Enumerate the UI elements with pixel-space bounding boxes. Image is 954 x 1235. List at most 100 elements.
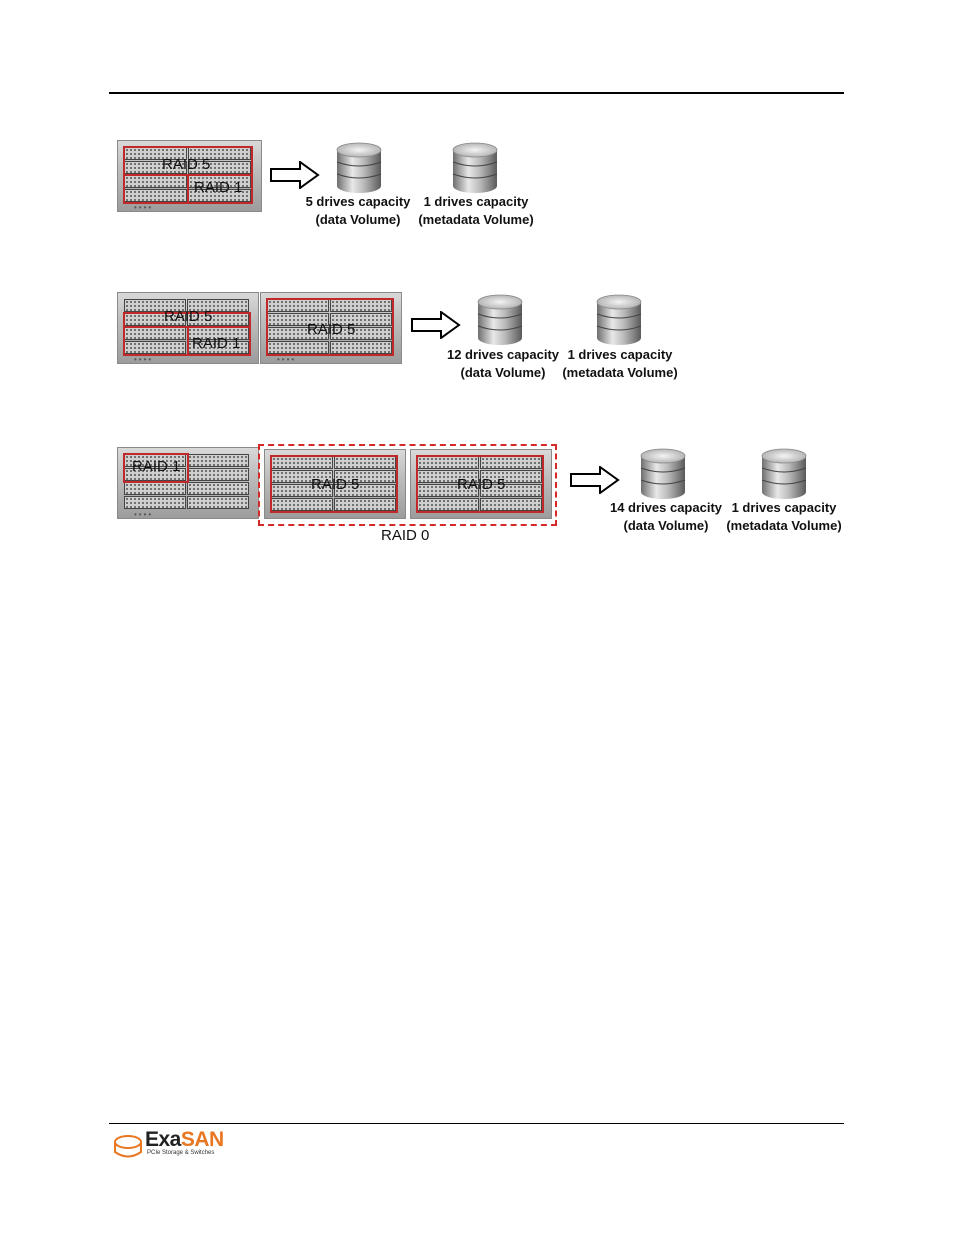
status-leds: •••• <box>134 510 154 519</box>
drive-bay <box>124 313 186 326</box>
raid0-label: RAID 0 <box>381 527 430 544</box>
drive-bay <box>417 498 479 511</box>
arrow-icon <box>411 311 461 339</box>
raid5-label: RAID 5 <box>457 476 506 493</box>
drive-bay <box>124 496 186 509</box>
drive-bay <box>271 470 333 483</box>
drive-bay <box>480 470 542 483</box>
drive-bay <box>188 161 251 174</box>
drive-bay <box>330 313 392 326</box>
database-icon <box>640 448 686 499</box>
caption-line: 5 drives capacity <box>305 194 411 209</box>
drive-bay <box>480 484 542 497</box>
enclosure-1: •••• RAID 1 <box>117 447 259 519</box>
caption-line: (metadata Volume) <box>418 212 534 227</box>
arrow-icon <box>270 161 320 189</box>
database-icon <box>477 294 523 345</box>
enclosure-2: •••• RAID 5 <box>260 292 402 364</box>
status-leds: •••• <box>134 355 154 364</box>
raid5-label: RAID 5 <box>162 156 211 173</box>
database-icon <box>336 142 382 193</box>
data-volume-caption: 5 drives capacity (data Volume) <box>296 193 420 229</box>
drive-bay <box>124 341 186 354</box>
drive-bay <box>267 327 329 340</box>
drive-bay <box>188 147 251 160</box>
enclosure-3: RAID 5 <box>410 449 552 519</box>
drive-bay <box>330 327 392 340</box>
drive-bay <box>124 147 187 160</box>
drive-bay <box>124 189 187 202</box>
drive-bay <box>188 189 251 202</box>
drive-bay <box>124 482 186 495</box>
logo-text-exa: Exa <box>145 1128 181 1151</box>
raid1-label: RAID 1 <box>194 179 243 196</box>
raid5-group-outline <box>270 455 398 513</box>
raid0-group-outline <box>258 444 557 526</box>
caption-line: 12 drives capacity <box>446 347 560 362</box>
raid5-group-outline <box>123 326 189 356</box>
database-icon <box>452 142 498 193</box>
drive-bay <box>187 482 249 495</box>
drive-bay <box>187 468 249 481</box>
logo-wordmark: ExaSAN <box>145 1128 224 1152</box>
header-rule <box>109 92 844 94</box>
status-leds: •••• <box>134 203 154 212</box>
logo-text-san: SAN <box>180 1128 224 1151</box>
status-leds: •••• <box>277 355 297 364</box>
logo-tagline: PCIe Storage & Switches <box>147 1150 215 1156</box>
drive-bay <box>271 484 333 497</box>
drive-bay <box>267 299 329 312</box>
logo-disc-icon <box>114 1135 142 1158</box>
metadata-volume-caption: 1 drives capacity (metadata Volume) <box>714 499 854 535</box>
raid5-label: RAID 5 <box>164 308 213 325</box>
drive-bay <box>187 496 249 509</box>
drive-bay <box>187 341 249 354</box>
footer-rule <box>109 1123 844 1124</box>
caption-line: 1 drives capacity <box>731 500 837 515</box>
caption-line: 1 drives capacity <box>423 194 529 209</box>
raid1-group-outline <box>187 326 251 356</box>
drive-bay <box>124 468 186 481</box>
drive-bay <box>417 456 479 469</box>
database-icon <box>596 294 642 345</box>
caption-line: (data Volume) <box>315 212 401 227</box>
raid5-group-outline <box>416 455 544 513</box>
drive-bay <box>334 484 396 497</box>
drive-bay <box>330 299 392 312</box>
drive-bay <box>480 498 542 511</box>
drive-bay <box>124 454 186 467</box>
data-volume-caption: 14 drives capacity (data Volume) <box>602 499 730 535</box>
drive-bay <box>267 313 329 326</box>
database-icon <box>761 448 807 499</box>
caption-line: (data Volume) <box>623 518 709 533</box>
drive-bay <box>334 470 396 483</box>
raid5-group-outline <box>123 174 189 204</box>
raid5-label: RAID 5 <box>311 476 360 493</box>
drive-bay <box>271 498 333 511</box>
raid1-label: RAID 1 <box>192 335 241 352</box>
drive-bay <box>330 341 392 354</box>
raid5-group-outline <box>266 298 394 356</box>
metadata-volume-caption: 1 drives capacity (metadata Volume) <box>406 193 546 229</box>
raid1-label: RAID 1 <box>132 458 181 475</box>
enclosure-2: RAID 5 <box>264 449 406 519</box>
drive-bay <box>124 175 187 188</box>
caption-line: (metadata Volume) <box>562 365 678 380</box>
drive-bay <box>187 299 249 312</box>
drive-bay <box>187 454 249 467</box>
raid1-group-outline <box>187 174 253 204</box>
caption-line: 1 drives capacity <box>567 347 673 362</box>
drive-bay <box>187 327 249 340</box>
raid5-label: RAID 5 <box>307 321 356 338</box>
caption-line: (metadata Volume) <box>726 518 842 533</box>
metadata-volume-caption: 1 drives capacity (metadata Volume) <box>550 346 690 382</box>
enclosure-1: •••• RAID 5 RAID 1 <box>117 292 259 364</box>
enclosure-1: •••• RAID 5 RAID 1 <box>117 140 262 212</box>
drive-bay <box>187 313 249 326</box>
arrow-icon <box>570 466 620 494</box>
drive-bay <box>188 175 251 188</box>
exasan-logo: ExaSAN PCIe Storage & Switches <box>113 1128 233 1162</box>
drive-bay <box>267 341 329 354</box>
caption-line: 14 drives capacity <box>609 500 723 515</box>
drive-bay <box>124 299 186 312</box>
